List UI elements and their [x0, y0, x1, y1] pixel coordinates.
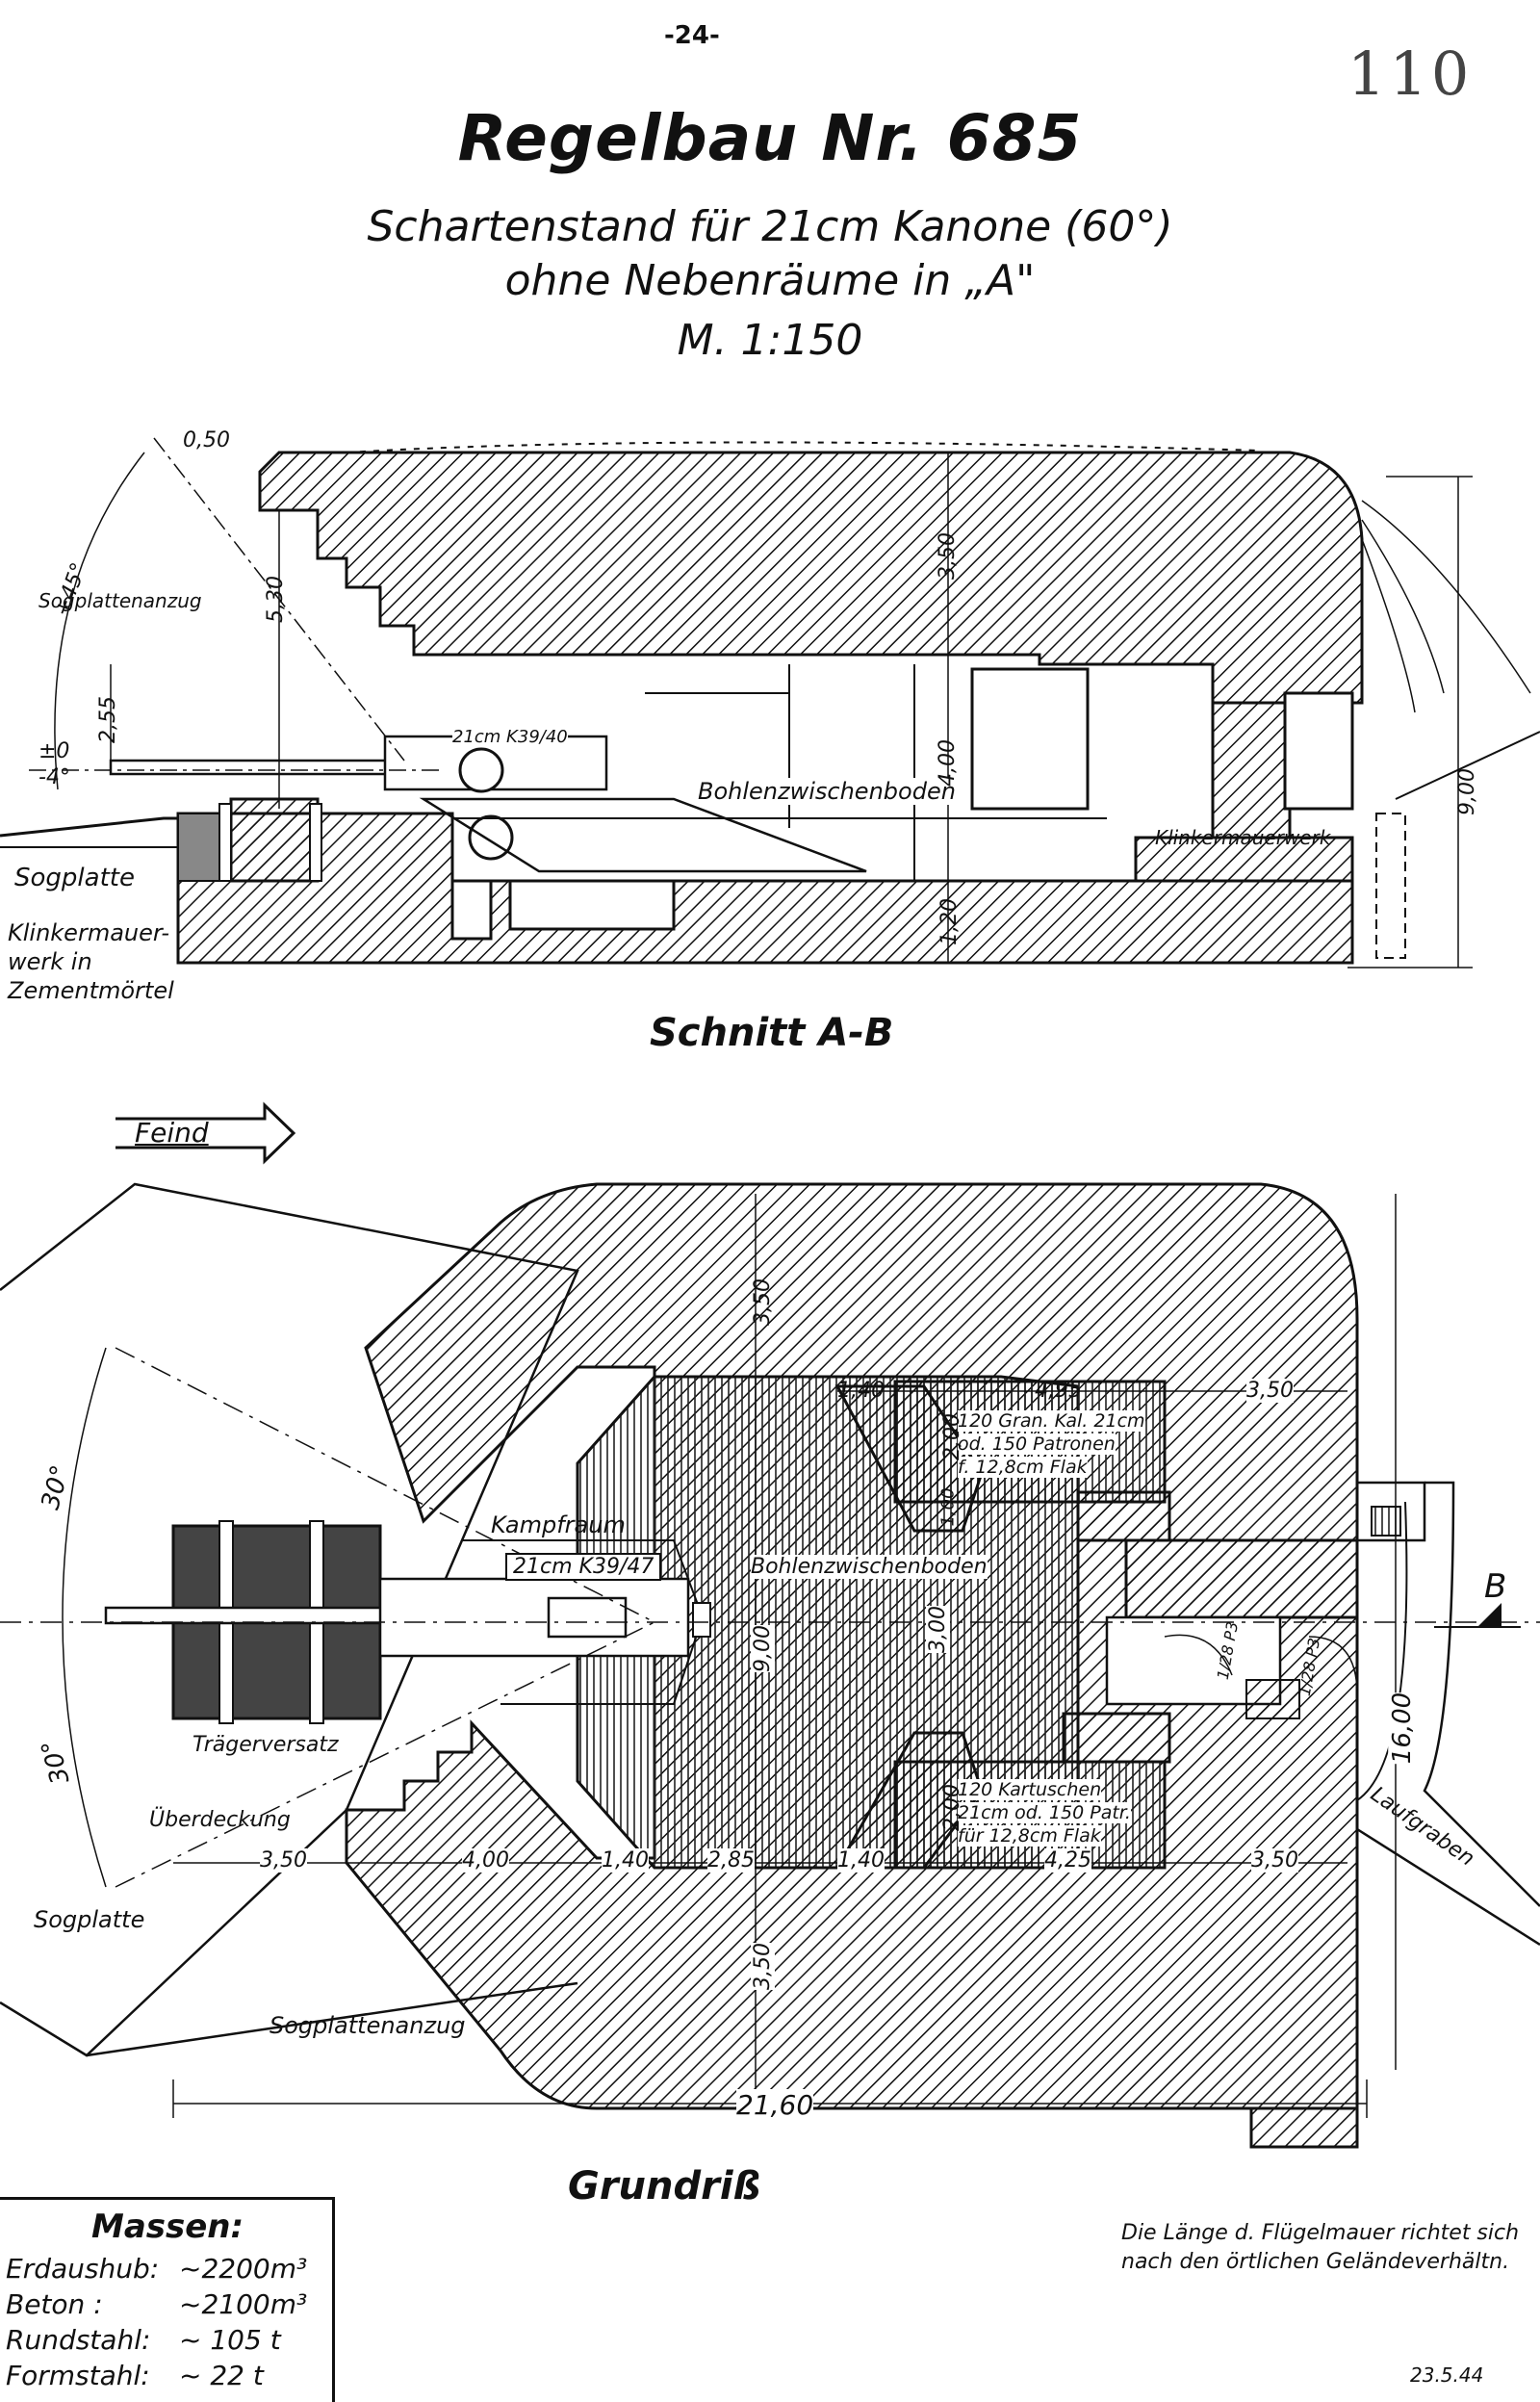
feind-label: Feind — [135, 1117, 209, 1149]
section-drawing — [0, 437, 1540, 969]
footnote: Die Länge d. Flügelmauer richtet sich na… — [1121, 2221, 1520, 2274]
section-dim-050: 0,50 — [183, 428, 230, 452]
plan-dim-285: 2,85 — [707, 1848, 755, 1873]
plan-label-gran-3: f. 12,8cm Flak — [958, 1457, 1088, 1478]
section-dim-900: 9,00 — [1454, 768, 1479, 815]
massen-row: Beton :~2100m³ — [6, 2288, 308, 2320]
plan-label-gran-2: od. 150 Patronen — [958, 1433, 1116, 1455]
plan-gun — [104, 1539, 711, 1705]
plan-label-gran-1: 120 Gran. Kal. 21cm — [958, 1410, 1145, 1432]
plan-dim-425: 4,25 — [1044, 1848, 1091, 1873]
section-label-klinker-right: Klinkermauerwerk — [1155, 826, 1331, 849]
section-dim-400: 4,00 — [935, 739, 960, 787]
plan-label-kart-1: 120 Kartuschen — [958, 1779, 1102, 1800]
plan-label-b: B — [1484, 1567, 1507, 1606]
plan-caption: Grundriß — [568, 2164, 761, 2208]
page-number: -24- — [664, 21, 720, 50]
plan-dim-350-bot: 3,50 — [750, 1943, 775, 1990]
section-dim-120: 1,20 — [937, 898, 962, 945]
plan-dim-900: 9,00 — [750, 1625, 775, 1672]
section-dim-a4: -4° — [38, 765, 70, 789]
plan-dim-140-b: 1,40 — [602, 1848, 649, 1873]
subtitle-line-2: ohne Nebenräume in „A" — [504, 256, 1036, 305]
b-marker-arrow — [1477, 1603, 1502, 1627]
feind-arrow — [116, 1101, 296, 1165]
plan-label-gun: 21cm K39/47 — [505, 1553, 662, 1581]
page-title: Regelbau Nr. 685 — [457, 101, 1083, 175]
plan-label-sogplatte: Sogplatte — [34, 1906, 145, 1933]
massen-heading: Massen: — [91, 2208, 244, 2246]
plan-dim-140-c: 1,40 — [837, 1848, 885, 1873]
section-dim-530: 5,30 — [263, 576, 288, 623]
plan-label-ueberdeckung: Überdeckung — [149, 1808, 291, 1832]
plan-label-kart-3: für 12,8cm Flak — [958, 1825, 1101, 1847]
scale-label: M. 1:150 — [677, 316, 863, 365]
section-label-gun: 21cm K39/40 — [452, 727, 568, 747]
plan-label-traeger: Trägerversatz — [192, 1733, 339, 1757]
plan-label-kart-2: 21cm od. 150 Patr. — [958, 1802, 1131, 1823]
plan-dim-495: 4,95 — [1035, 1379, 1082, 1403]
section-dim-350: 3,50 — [935, 532, 960, 580]
section-label-klinker-2: werk in — [8, 948, 92, 975]
plan-dim-200-a: 2,00 — [939, 1413, 964, 1460]
plan-dim-300: 3,00 — [925, 1606, 950, 1653]
section-label-bohlen: Bohlenzwischenboden — [698, 778, 956, 805]
drawing-date: 23.5.44 — [1410, 2363, 1484, 2387]
plan-dim-400: 4,00 — [462, 1848, 509, 1873]
massen-row: Erdaushub:~2200m³ — [6, 2253, 308, 2285]
plan-dim-140: 1,40 — [837, 1379, 885, 1403]
section-dim-255: 2,55 — [95, 696, 120, 743]
plan-dim-1600: 16,00 — [1388, 1692, 1418, 1765]
massen-row: Rundstahl:~ 105 t — [6, 2324, 281, 2356]
plan-dim-2160: 21,60 — [736, 2089, 814, 2121]
subtitle-line-1: Schartenstand für 21cm Kanone (60°) — [367, 202, 1173, 251]
plan-dim-350-l: 3,50 — [260, 1848, 307, 1873]
sheet-number: 110 — [1348, 39, 1474, 109]
plan-label-sogplattenanzug: Sogplattenanzug — [270, 2012, 466, 2039]
section-caption: Schnitt A-B — [650, 1011, 894, 1055]
plan-dim-100: 1,00 — [937, 1487, 959, 1527]
plan-dim-200-b: 2,00 — [939, 1784, 964, 1831]
section-label-sogplattenanzug: Sogplattenanzug — [38, 589, 202, 612]
section-label-klinker-3: Zementmörtel — [8, 977, 174, 1004]
section-dim-a0: ±0 — [38, 739, 70, 763]
plan-dim-350-top: 3,50 — [750, 1278, 775, 1326]
plan-dim-350-r: 3,50 — [1246, 1379, 1294, 1403]
section-roof — [258, 451, 1364, 705]
section-label-klinker-1: Klinkermauer- — [8, 919, 170, 946]
massen-row: Formstahl:~ 22 t — [6, 2360, 264, 2391]
plan-label-bohlen: Bohlenzwischenboden — [751, 1555, 988, 1579]
plan-label-kampfraum: Kampfraum — [491, 1511, 626, 1538]
section-label-sogplatte: Sogplatte — [14, 864, 135, 892]
plan-dim-350-rb: 3,50 — [1251, 1848, 1298, 1873]
massen-box: Massen: Erdaushub:~2200m³ Beton :~2100m³… — [0, 2197, 335, 2402]
